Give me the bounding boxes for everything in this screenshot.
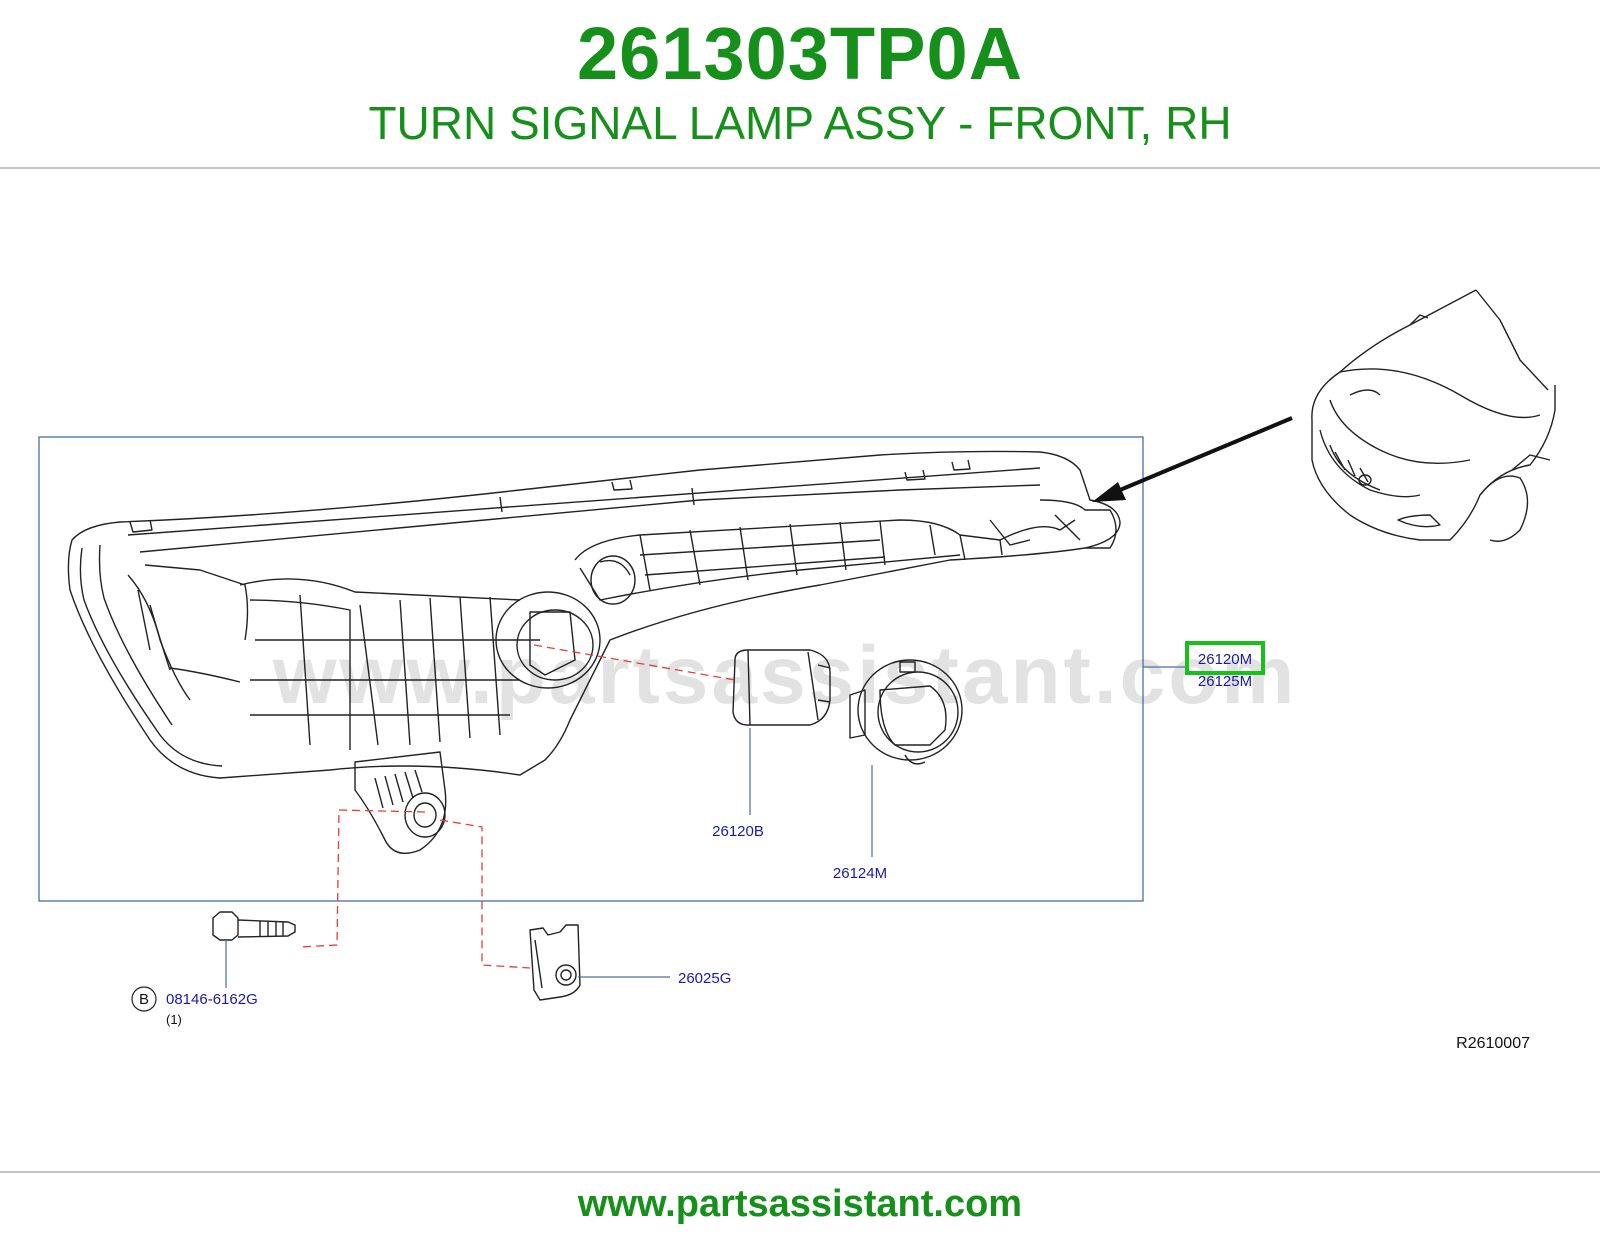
turn-signal-lamp-housing[interactable] — [67, 450, 1121, 854]
callout-26120M[interactable]: 26120M — [1198, 651, 1252, 668]
assembly-leader-lines — [299, 644, 736, 969]
bolt-08146-6162G[interactable] — [212, 911, 296, 941]
vehicle-location-thumbnail — [1311, 289, 1556, 542]
callout-26025G[interactable]: 26025G — [678, 970, 731, 987]
socket-26124M[interactable] — [849, 659, 963, 765]
assembly-frame — [38, 436, 1144, 902]
footer-divider — [0, 1171, 1600, 1173]
quantity-label: (1) — [166, 1012, 182, 1027]
footer-website-link[interactable]: www.partsassistant.com — [577, 1183, 1023, 1225]
callout-26125M[interactable]: 26125M — [1198, 673, 1252, 690]
clip-nut-26025G[interactable] — [529, 924, 581, 1001]
part-number-title: 261303TP0A — [576, 12, 1024, 95]
watermark: www.partsassistant.com — [272, 630, 1298, 721]
highlight-box-26120M — [1185, 641, 1265, 675]
callout-26124M[interactable]: 26124M — [833, 865, 887, 882]
part-description: TURN SIGNAL LAMP ASSY - FRONT, RH — [368, 97, 1232, 149]
header: 261303TP0A TURN SIGNAL LAMP ASSY - FRONT… — [0, 0, 1600, 168]
reference-code: R2610007 — [1456, 1035, 1530, 1052]
location-arrow — [1092, 416, 1293, 502]
callout-08146-6162G[interactable]: 08146-6162G — [166, 991, 258, 1008]
exploded-parts-diagram: www.partsassistant.com — [0, 170, 1600, 1170]
bolt-symbol-badge: B — [131, 986, 157, 1012]
svg-text:B: B — [139, 991, 149, 1008]
header-divider — [0, 167, 1600, 169]
callout-leaders — [225, 666, 1188, 988]
callout-26120B[interactable]: 26120B — [712, 823, 764, 840]
bulb-26120B[interactable] — [732, 649, 831, 726]
